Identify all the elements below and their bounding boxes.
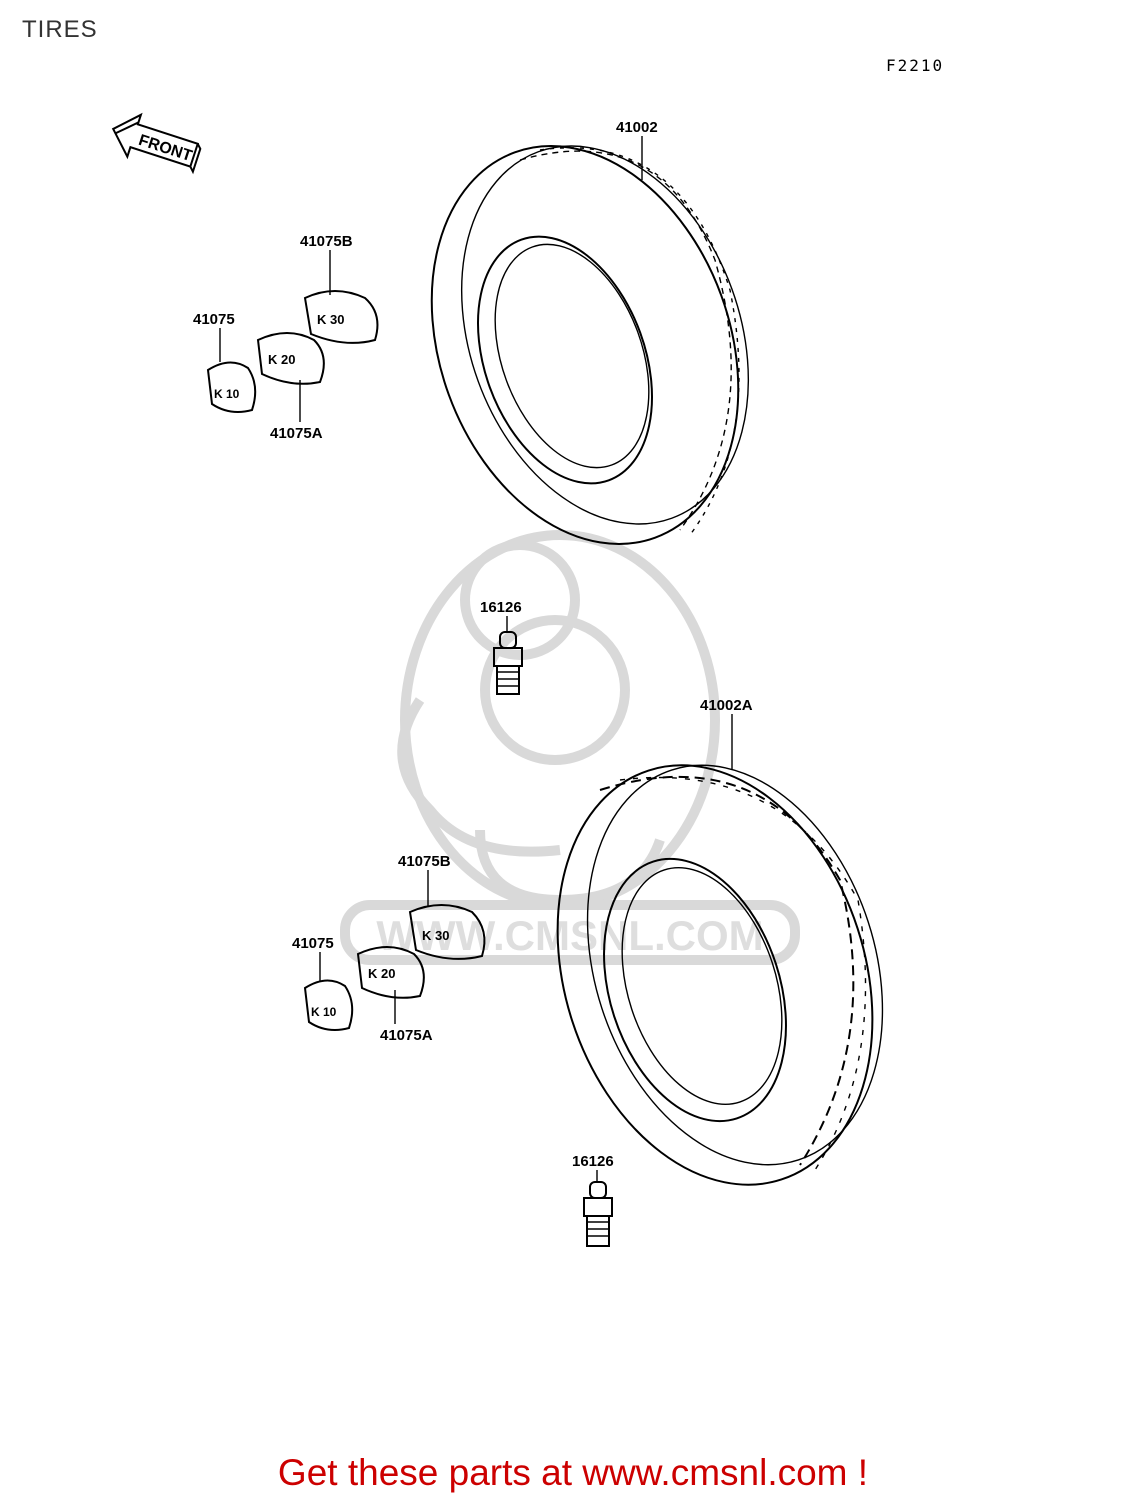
watermark-logo — [340, 530, 800, 965]
callout-front-tire: 41002 — [616, 119, 658, 136]
callout-valve-upper: 16126 — [480, 599, 522, 616]
weight-upper-b-mark: K 30 — [317, 312, 344, 327]
callout-weight-lower: 41075 — [292, 935, 334, 952]
callout-weight-upper-b: 41075B — [300, 233, 353, 250]
callout-weight-lower-b: 41075B — [398, 853, 451, 870]
callout-rear-tire: 41002A — [700, 697, 753, 714]
callout-weight-lower-a: 41075A — [380, 1027, 433, 1044]
weight-lower-a-mark: K 20 — [368, 966, 395, 981]
valve-upper-illustration — [493, 631, 523, 695]
weight-lower-mark: K 10 — [311, 1005, 337, 1019]
weight-lower-illustration: K 10 — [303, 979, 354, 1031]
front-tire-illustration — [430, 145, 750, 545]
front-label: FRONT — [136, 132, 194, 165]
rear-tire-illustration — [556, 764, 884, 1186]
footer-parts-link[interactable]: Get these parts at www.cmsnl.com ! — [277, 1452, 869, 1493]
watermark-text: WWW.CMSNL.COM — [376, 912, 763, 959]
leader-lines — [219, 136, 733, 1182]
weight-upper-illustration: K 10 — [206, 361, 257, 413]
callout-weight-upper: 41075 — [193, 311, 235, 328]
callout-valve-lower: 16126 — [572, 1153, 614, 1170]
page-title: TIRES — [22, 16, 98, 43]
weight-upper-a-mark: K 20 — [268, 352, 295, 367]
valve-lower-illustration — [583, 1181, 613, 1247]
weight-upper-a-illustration: K 20 — [256, 332, 325, 385]
weight-upper-mark: K 10 — [214, 387, 240, 401]
callout-weight-upper-a: 41075A — [270, 425, 323, 442]
figure-code: F2210 — [886, 56, 945, 75]
front-arrow-icon: FRONT — [111, 112, 202, 175]
weight-lower-b-illustration: K 30 — [408, 904, 486, 960]
weight-upper-b-illustration: K 30 — [303, 290, 379, 344]
weight-lower-b-mark: K 30 — [422, 928, 449, 943]
weight-lower-a-illustration: K 20 — [356, 946, 425, 999]
